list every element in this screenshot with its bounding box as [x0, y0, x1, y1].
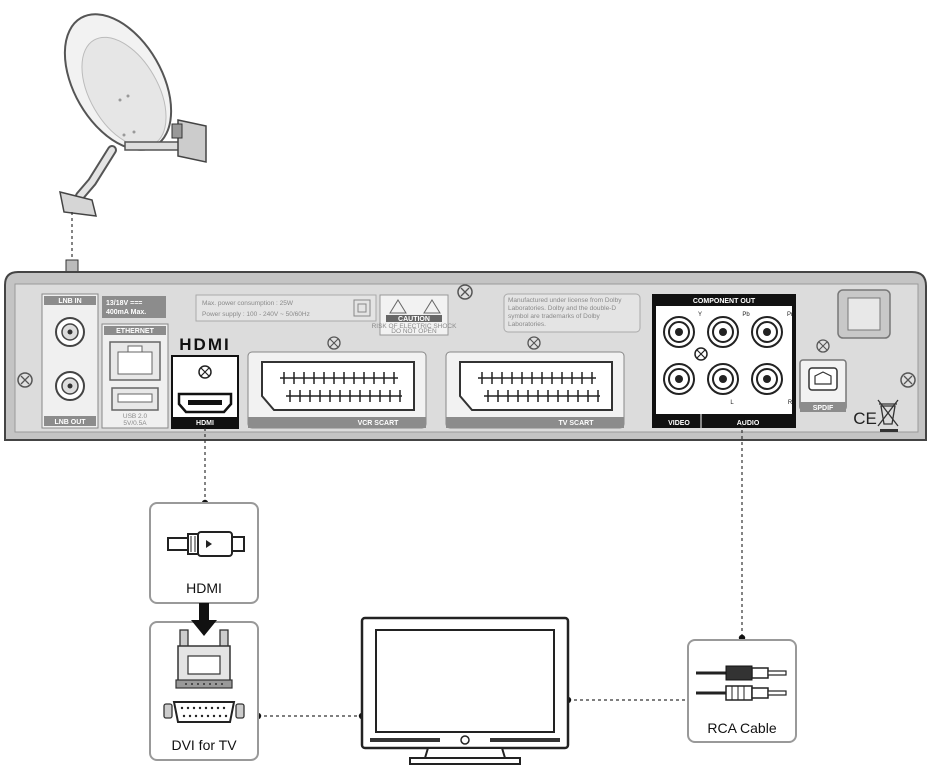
- lnb-spec-line2: 400mA Max.: [106, 309, 146, 316]
- caution-title: CAUTION: [398, 316, 430, 323]
- audio-label: AUDIO: [737, 420, 760, 427]
- fan-vent-icon: [837, 289, 891, 339]
- rca-cable-label: RCA Cable: [707, 720, 776, 736]
- hdmi-logo: HDMI: [179, 335, 230, 354]
- spdif-screw-icon: [816, 339, 830, 353]
- vcr-scart-label: VCR SCART: [358, 420, 400, 427]
- usb-port-icon: [111, 387, 159, 411]
- scart-screw-icon: [327, 336, 341, 350]
- hdmi-port-label: HDMI: [196, 420, 214, 427]
- component-pr-label: Pr: [787, 312, 793, 318]
- rca-jack-icon: [663, 316, 695, 348]
- panel-screw-icon: [900, 372, 916, 388]
- dvi-port-icon: [163, 701, 245, 723]
- dolby-line4: Laboratories.: [508, 321, 546, 328]
- ethernet-label: ETHERNET: [116, 328, 154, 335]
- rca-plug-white-icon: [696, 685, 787, 701]
- spdif-section: SPDIF: [799, 339, 847, 412]
- rca-jack-icon: [707, 363, 739, 395]
- rca-plug-black-icon: [696, 665, 787, 681]
- rca-jack-icon: [663, 363, 695, 395]
- optical-port-icon: [808, 367, 838, 391]
- caution-line1: RISK OF ELECTRIC SHOCK: [372, 323, 458, 330]
- rca-jack-icon: [751, 363, 783, 395]
- dolby-line3: symbol are trademarks of Dolby: [508, 313, 601, 320]
- component-y-label: Y: [698, 312, 702, 318]
- spdif-label: SPDIF: [813, 405, 834, 412]
- rca-jack-icon: [751, 316, 783, 348]
- dvi-label: DVI for TV: [171, 737, 237, 753]
- video-label: VIDEO: [668, 420, 690, 427]
- audio-r-label: R: [788, 400, 793, 406]
- power-line2: Power supply : 100 - 240V ~ 50/60Hz: [202, 311, 310, 318]
- hdmi-section: HDMI HDMI: [171, 335, 239, 429]
- hdmi-port-icon: [177, 392, 233, 414]
- usb-label-line2: 5V/0.5A: [123, 420, 147, 427]
- panel-screw-icon: [17, 372, 33, 388]
- ethernet-usb-section: ETHERNET USB 2.0 5V/0.5A: [101, 323, 169, 429]
- weee-bin-icon: [877, 399, 899, 432]
- lnb-out-connector-icon: [55, 371, 85, 401]
- av-output-section: COMPONENT OUT Y Pb Pr: [652, 294, 796, 428]
- lnb-out-label: LNB OUT: [54, 419, 86, 426]
- panel-screw-icon: [457, 284, 473, 300]
- scart-screw-icon: [527, 336, 541, 350]
- lnb-in-label: LNB IN: [58, 298, 81, 305]
- av-screw-icon: [694, 347, 708, 361]
- satellite-dish-icon: [59, 13, 207, 285]
- power-line1: Max. power consumption : 25W: [202, 300, 294, 307]
- dolby-line1: Manufactured under license from Dolby: [508, 297, 622, 304]
- hdmi-plug-icon: [167, 531, 245, 557]
- component-out-label: COMPONENT OUT: [693, 298, 756, 305]
- tv-scart-section: TV SCART: [445, 336, 625, 429]
- ethernet-port-icon: [109, 341, 161, 381]
- tv-icon: [360, 616, 570, 765]
- vcr-scart-section: VCR SCART: [247, 336, 427, 429]
- dolby-line2: Laboratories. Dolby and the double-D: [508, 305, 616, 312]
- lnb-section: LNB IN LNB OUT: [41, 293, 99, 429]
- component-pb-label: Pb: [742, 312, 750, 318]
- caution-line2: DO NOT OPEN: [391, 328, 437, 335]
- tv-speaker-grill: [370, 738, 560, 742]
- dvi-connector-pins: [185, 683, 223, 685]
- caution-label: CAUTION RISK OF ELECTRIC SHOCK DO NOT OP…: [372, 294, 458, 336]
- connection-lines: [204, 418, 743, 717]
- rca-jack-icon: [707, 316, 739, 348]
- usb-label-line1: USB 2.0: [123, 413, 148, 420]
- lnb-in-connector-icon: [55, 317, 85, 347]
- hdmi-cable-label: HDMI: [186, 580, 222, 596]
- hdmi-screw-icon: [198, 365, 212, 379]
- rca-cable-box: RCA Cable: [687, 639, 797, 743]
- ce-mark: CE: [853, 409, 877, 428]
- tv-scart-pins: [478, 372, 600, 402]
- audio-l-label: L: [730, 400, 734, 406]
- arrow-down-icon: [191, 603, 217, 636]
- dvi-box: DVI for TV: [149, 621, 259, 761]
- dvi-connector-icon: [175, 629, 233, 689]
- hdmi-cable-box: HDMI: [149, 502, 259, 604]
- tv-scart-label: TV SCART: [559, 420, 595, 427]
- vcr-scart-pins: [280, 372, 402, 402]
- lnb-spec-line1: 13/18V ===: [106, 300, 142, 307]
